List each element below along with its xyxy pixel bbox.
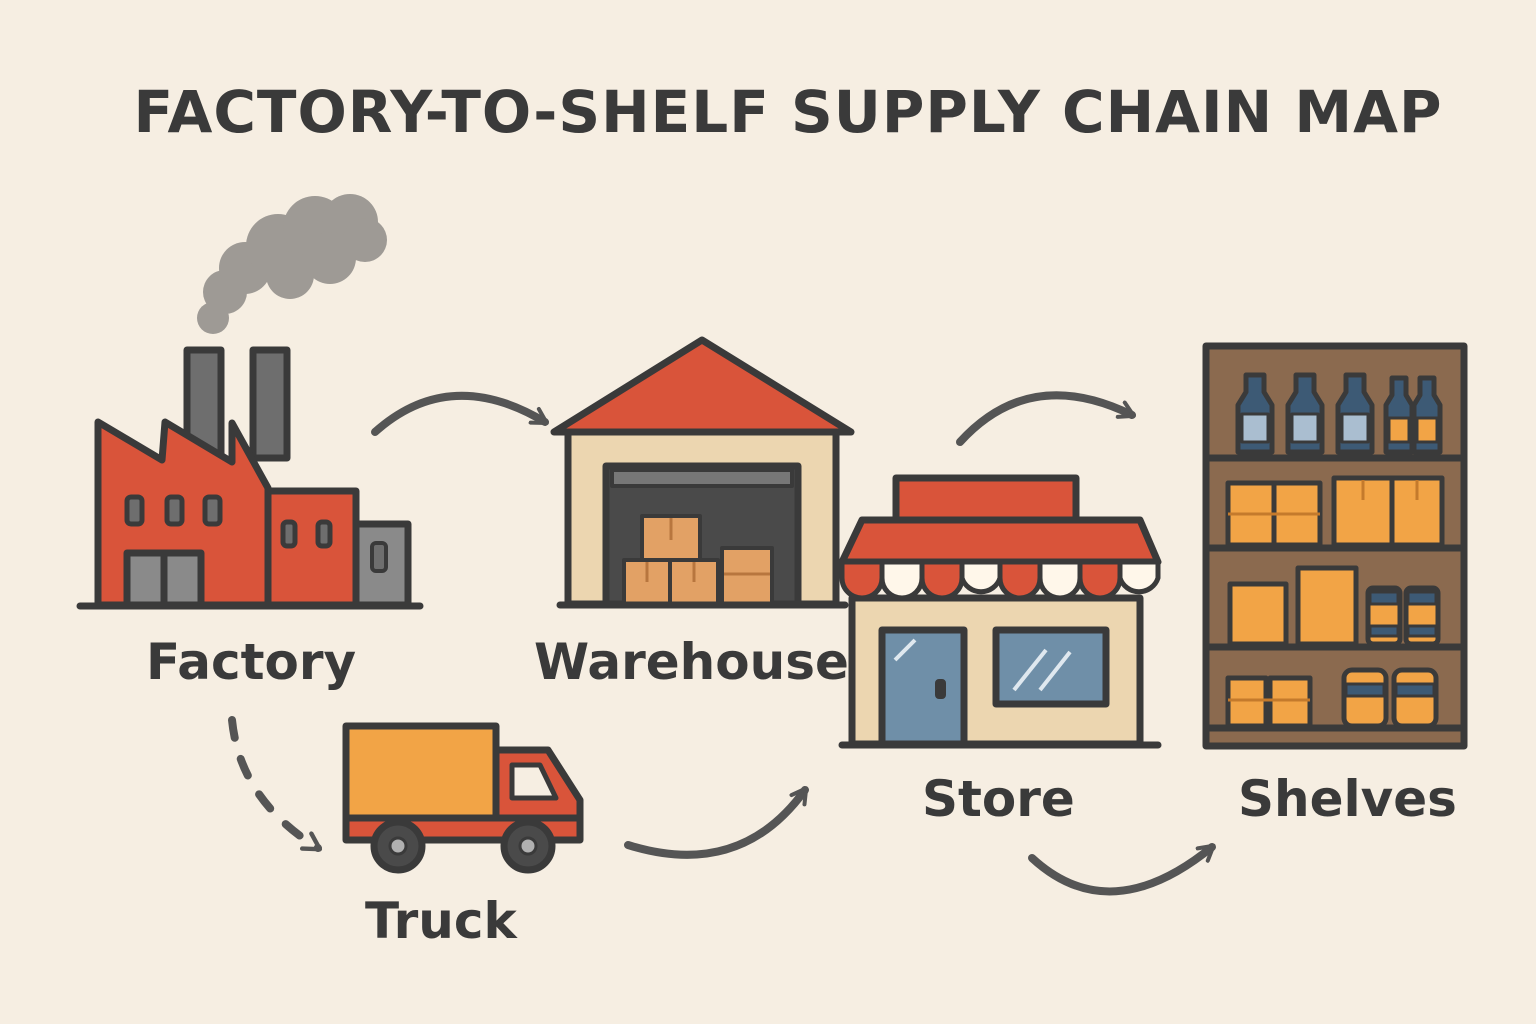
arrow-warehouse-to-shelves bbox=[956, 391, 1136, 446]
diagram-title: FACTORY-TO-SHELF SUPPLY CHAIN MAP bbox=[133, 78, 1443, 146]
store-icon bbox=[838, 474, 1162, 749]
arrow-factory-to-warehouse bbox=[371, 391, 549, 436]
connection-arrows bbox=[228, 391, 1216, 896]
truck-icon bbox=[342, 722, 584, 874]
factory-icon bbox=[76, 194, 424, 610]
node-label-warehouse: Warehouse bbox=[534, 633, 849, 691]
node-label-factory: Factory bbox=[146, 633, 357, 691]
arrow-store-to-shelves bbox=[1028, 843, 1216, 896]
warehouse-icon bbox=[550, 336, 855, 609]
node-label-store: Store bbox=[922, 770, 1075, 828]
arrow-truck-to-store bbox=[624, 786, 809, 859]
shelves-icon bbox=[1202, 342, 1468, 750]
smoke-cloud-icon bbox=[197, 194, 387, 334]
arrow-factory-to-truck bbox=[228, 716, 323, 852]
node-label-shelves: Shelves bbox=[1238, 770, 1457, 828]
node-label-truck: Truck bbox=[365, 892, 517, 950]
